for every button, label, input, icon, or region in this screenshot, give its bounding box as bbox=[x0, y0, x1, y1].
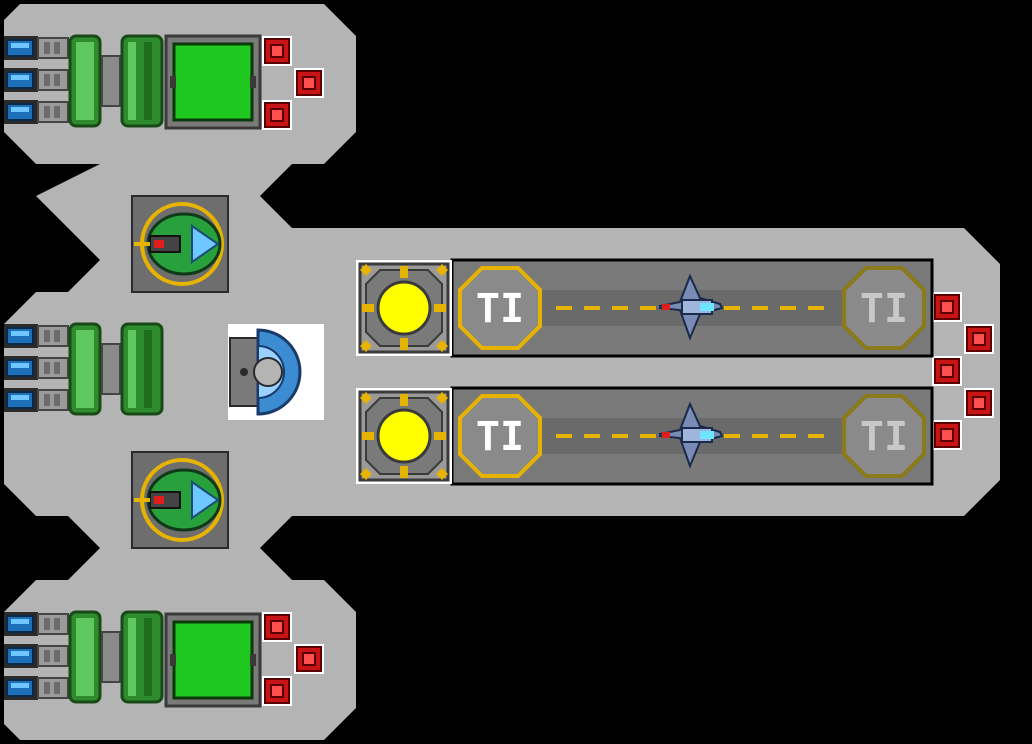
reactor-panel-icon[interactable] bbox=[164, 34, 262, 130]
red-node-icon[interactable] bbox=[931, 355, 963, 387]
red-node-icon[interactable] bbox=[261, 611, 293, 643]
red-node-icon[interactable] bbox=[261, 675, 293, 707]
turret-icon[interactable] bbox=[130, 194, 230, 294]
ship-hull bbox=[4, 4, 1000, 740]
landing-pad-icon[interactable]: TI bbox=[458, 394, 542, 478]
red-node-icon[interactable] bbox=[293, 643, 325, 675]
red-node-icon[interactable] bbox=[293, 67, 325, 99]
red-node-icon[interactable] bbox=[963, 323, 995, 355]
red-node-icon[interactable] bbox=[963, 387, 995, 419]
pad-label: TI bbox=[860, 286, 908, 332]
landing-pad-icon[interactable]: TI bbox=[842, 394, 926, 478]
launch-light-icon[interactable] bbox=[354, 386, 454, 486]
engine-block-icon[interactable] bbox=[4, 36, 162, 126]
red-node-icon[interactable] bbox=[931, 291, 963, 323]
engine-block-icon[interactable] bbox=[4, 324, 162, 414]
red-node-icon[interactable] bbox=[261, 35, 293, 67]
shield-core-icon[interactable] bbox=[228, 324, 324, 420]
landing-pad-icon[interactable]: TI bbox=[842, 266, 926, 350]
pad-label: TI bbox=[860, 414, 908, 460]
pad-label: TI bbox=[476, 286, 524, 332]
red-node-icon[interactable] bbox=[261, 99, 293, 131]
engine-block-icon[interactable] bbox=[4, 612, 162, 702]
launch-light-icon[interactable] bbox=[354, 258, 454, 358]
pad-label: TI bbox=[476, 414, 524, 460]
turret-icon[interactable] bbox=[130, 450, 230, 550]
reactor-panel-icon[interactable] bbox=[164, 612, 262, 708]
landing-pad-icon[interactable]: TI bbox=[458, 266, 542, 350]
red-node-icon[interactable] bbox=[931, 419, 963, 451]
